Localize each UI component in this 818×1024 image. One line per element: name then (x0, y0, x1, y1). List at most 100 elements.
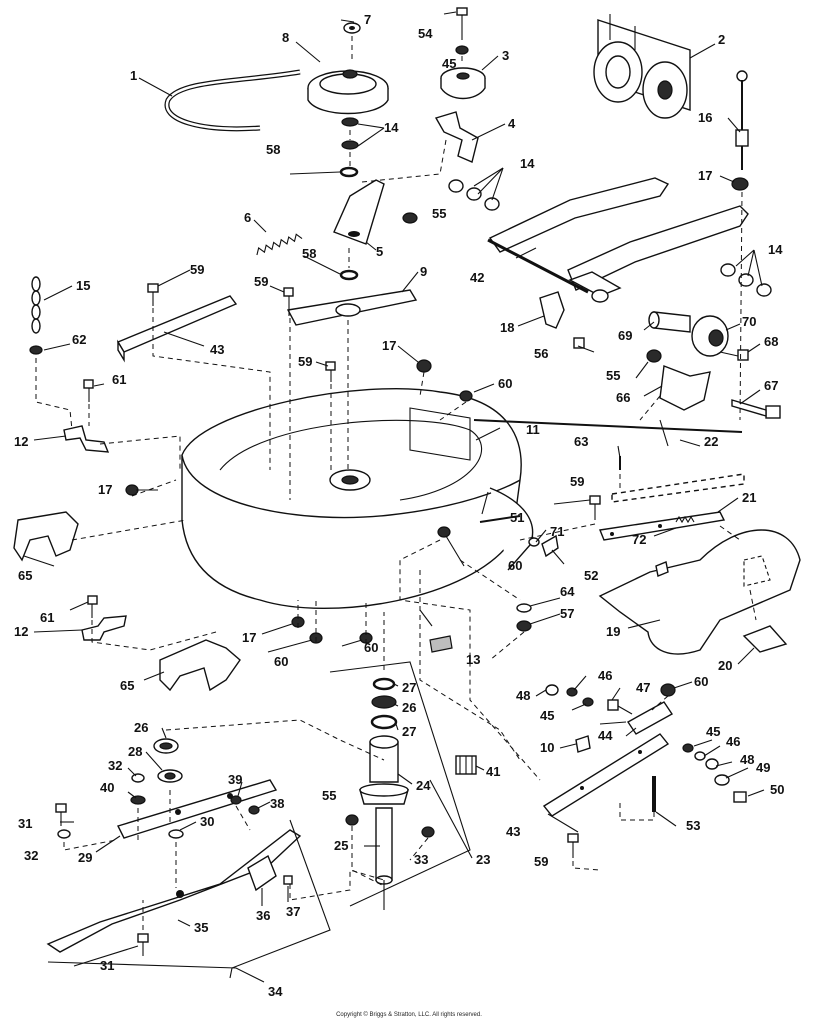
nut-60a (459, 390, 473, 402)
lift-arm-assembly (487, 177, 749, 303)
part-label-29: 29 (78, 850, 92, 865)
drive-belt (164, 69, 301, 132)
assembly-lines (35, 36, 757, 930)
part-label-32b: 32 (24, 848, 38, 863)
retaining-ring-58-mid (339, 269, 359, 281)
part-label-47: 47 (636, 680, 650, 695)
bolt-51 (479, 515, 521, 523)
part-label-58b: 58 (302, 246, 316, 261)
bolt-54 (456, 7, 468, 40)
deck-bracket-43-top (116, 295, 238, 363)
part-label-60a: 60 (498, 376, 512, 391)
part-label-58a: 58 (266, 142, 280, 157)
part-label-3: 3 (502, 48, 509, 63)
part-label-30: 30 (200, 814, 214, 829)
part-label-2: 2 (718, 32, 725, 47)
part-label-60b: 60 (508, 558, 522, 573)
part-label-11: 11 (526, 422, 540, 437)
part-labels: 1 2 3 4 5 6 7 8 9 10 11 12 12 13 14 14 1… (14, 12, 784, 999)
part-label-55b: 55 (606, 368, 620, 383)
part-label-39: 39 (228, 772, 242, 787)
part-label-13: 13 (466, 652, 480, 667)
roller-70 (691, 315, 729, 357)
strip-22 (611, 473, 745, 503)
bearing-26-blade (153, 738, 179, 754)
part-label-60d: 60 (364, 640, 378, 655)
part-label-27b: 27 (402, 724, 416, 739)
chain-bracket-12-top (63, 425, 110, 453)
baffle-36 (247, 854, 277, 892)
part-label-44: 44 (598, 728, 613, 743)
washers-14-right (720, 263, 772, 297)
part-label-69: 69 (618, 328, 632, 343)
part-label-22: 22 (704, 434, 718, 449)
part-label-26a: 26 (402, 700, 416, 715)
nut-57 (516, 620, 532, 632)
part-label-8: 8 (282, 30, 289, 45)
part-label-67: 67 (764, 378, 778, 393)
lift-rod (731, 70, 749, 191)
part-label-45c: 45 (706, 724, 720, 739)
spindle-pulley (307, 69, 389, 115)
copyright-notice: Copyright © Briggs & Stratton, LLC. All … (336, 1012, 482, 1018)
bolt-56 (573, 337, 585, 349)
part-label-65a: 65 (18, 568, 32, 583)
part-label-55c: 55 (322, 788, 336, 803)
part-label-37: 37 (286, 904, 300, 919)
bolt-61-bottom (87, 595, 98, 618)
part-label-59c: 59 (298, 354, 312, 369)
part-label-71: 71 (550, 524, 564, 539)
part-label-12b: 12 (14, 624, 28, 639)
part-label-45a: 45 (442, 56, 456, 71)
part-label-35: 35 (194, 920, 208, 935)
washer-48-left (545, 684, 559, 696)
part-label-17c: 17 (98, 482, 112, 497)
part-label-16: 16 (698, 110, 712, 125)
screw-37 (283, 875, 293, 885)
part-label-10: 10 (540, 740, 554, 755)
part-label-24: 24 (416, 778, 431, 793)
part-label-46b: 46 (726, 734, 740, 749)
mower-blade-35 (46, 829, 302, 953)
idler-pulley (440, 67, 486, 100)
part-label-45b: 45 (540, 708, 554, 723)
blade-adapter-29 (117, 779, 278, 839)
part-label-15: 15 (76, 278, 90, 293)
part-label-51: 51 (510, 510, 524, 525)
part-label-14b: 14 (520, 156, 535, 171)
part-label-4: 4 (508, 116, 516, 131)
part-label-62: 62 (72, 332, 86, 347)
washers-14-mid (448, 179, 500, 211)
part-label-53: 53 (686, 818, 700, 833)
leader-lines (23, 11, 765, 967)
part-label-9: 9 (420, 264, 427, 279)
part-label-19: 19 (606, 624, 620, 639)
deck-bracket-43-bottom (542, 733, 670, 817)
part-label-56: 56 (534, 346, 548, 361)
bearing-41 (455, 755, 477, 775)
nut-60-center (437, 526, 451, 538)
part-label-46a: 46 (598, 668, 612, 683)
part-label-55a: 55 (432, 206, 446, 221)
part-label-5: 5 (376, 244, 383, 259)
part-label-14c: 14 (768, 242, 783, 257)
washer-71 (528, 537, 540, 547)
engine-pulley-assembly (593, 14, 691, 119)
washer-32-top (131, 773, 145, 783)
part-label-33: 33 (414, 852, 428, 867)
part-label-57: 57 (560, 606, 574, 621)
part-label-17b: 17 (382, 338, 396, 353)
part-label-42: 42 (470, 270, 484, 285)
part-label-66: 66 (616, 390, 630, 405)
lift-chain (31, 276, 41, 334)
plate-21 (599, 511, 726, 541)
part-label-17a: 17 (698, 168, 712, 183)
part-label-48b: 48 (740, 752, 754, 767)
screw-33 (421, 826, 435, 838)
part-label-6: 6 (244, 210, 251, 225)
bolt-61-top (83, 379, 94, 402)
part-label-1: 1 (130, 68, 137, 83)
group-lines (47, 661, 471, 983)
part-label-32a: 32 (108, 758, 122, 773)
